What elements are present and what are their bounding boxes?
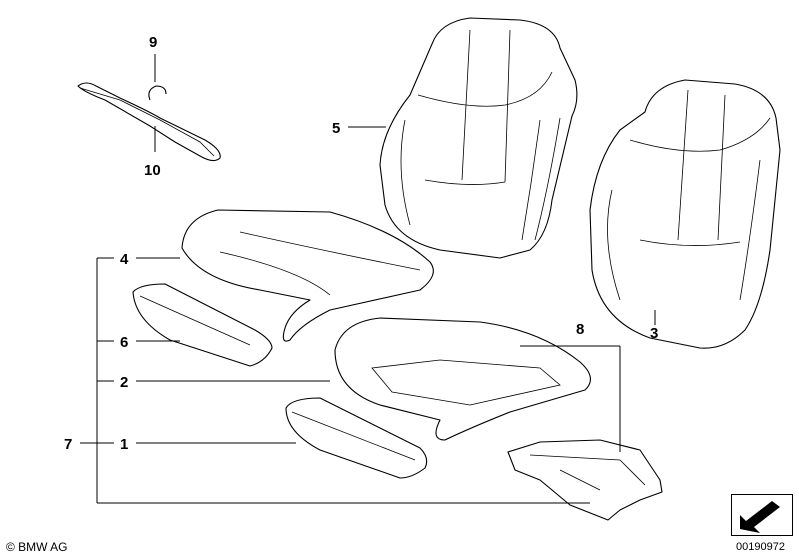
callout-7: 7 bbox=[64, 436, 72, 453]
callout-10: 10 bbox=[144, 162, 161, 179]
backrest-pad-part bbox=[379, 17, 578, 259]
leader-lines bbox=[80, 54, 656, 504]
clip-part bbox=[148, 85, 167, 101]
callout-1: 1 bbox=[120, 436, 128, 453]
callout-6: 6 bbox=[120, 334, 128, 351]
callout-8: 8 bbox=[576, 321, 584, 338]
callout-3: 3 bbox=[650, 325, 658, 342]
heating-mat-part bbox=[507, 439, 663, 521]
callout-9: 9 bbox=[149, 34, 157, 51]
diagram-number: 00190972 bbox=[736, 541, 785, 553]
callout-5: 5 bbox=[332, 120, 340, 137]
callout-4: 4 bbox=[120, 251, 129, 268]
seat-cushion-pad-part bbox=[334, 317, 591, 441]
arrow-down-left-icon bbox=[740, 501, 780, 533]
foam-insert-part bbox=[285, 397, 428, 479]
nav-arrow-button[interactable] bbox=[731, 494, 793, 536]
wire-part bbox=[77, 82, 221, 162]
seat-insert-part bbox=[132, 283, 273, 367]
copyright-text: © BMW AG bbox=[6, 540, 68, 554]
callout-2: 2 bbox=[120, 374, 128, 391]
backrest-cover-part bbox=[589, 79, 781, 349]
seat-cushion-cover-part bbox=[181, 209, 434, 342]
